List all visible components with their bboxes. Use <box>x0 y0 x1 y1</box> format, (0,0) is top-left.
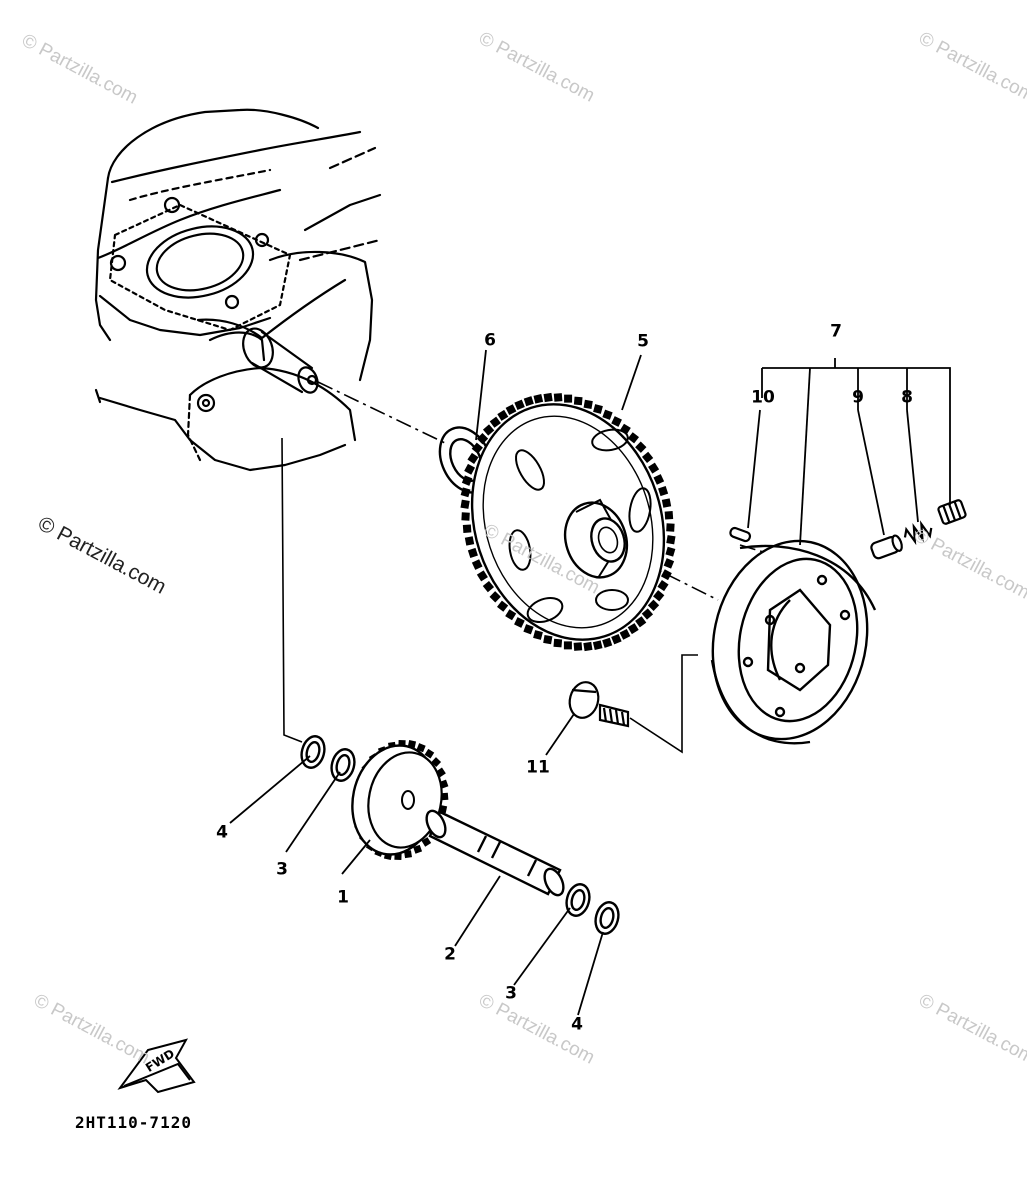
gear-tooth <box>653 474 665 485</box>
callout-4-lower: 4 <box>571 1014 583 1035</box>
gear-tooth <box>563 641 572 650</box>
gear-tooth <box>523 396 534 407</box>
gear-tooth <box>583 641 593 652</box>
gear-tooth <box>635 616 647 628</box>
gear-tooth <box>467 547 478 558</box>
gear-tooth <box>635 441 647 453</box>
gear-tooth <box>514 617 525 628</box>
gear-tooth <box>461 475 473 486</box>
callout-leaders <box>229 349 951 1016</box>
gear-tooth <box>664 511 674 520</box>
gear-tooth <box>471 442 483 454</box>
gear-tooth <box>496 600 509 612</box>
callout-7: 7 <box>830 321 842 342</box>
callout-4-upper: 4 <box>216 822 228 843</box>
gear-tooth <box>416 743 426 753</box>
gear-tooth <box>602 637 613 648</box>
gear-tooth <box>476 433 489 445</box>
gear-tooth <box>665 546 676 557</box>
callout-11: 11 <box>526 757 550 778</box>
gear-tooth <box>657 580 669 592</box>
part-5-wheel-gear <box>470 403 666 641</box>
gear-tooth <box>619 629 631 640</box>
gear-tooth <box>593 404 603 414</box>
gear-tooth <box>505 404 517 415</box>
gear-tooth <box>462 524 472 533</box>
callout-5: 5 <box>637 331 649 352</box>
gear-tooth <box>592 640 603 651</box>
callout-8: 8 <box>901 387 913 408</box>
gear-tooth <box>421 837 432 847</box>
callout-9: 9 <box>852 387 864 408</box>
gear-tooth <box>543 634 553 645</box>
gear-tooth <box>611 633 622 645</box>
gear-tooth <box>497 409 509 421</box>
gear-tooth <box>476 570 488 582</box>
diagram-code: 2HT110-7120 <box>75 1113 192 1132</box>
gear-tooth <box>461 512 470 521</box>
washers-and-clips <box>300 735 620 935</box>
gear-tooth <box>658 486 669 497</box>
gear-tooth <box>661 498 672 508</box>
gear-tooth <box>467 452 479 464</box>
callout-1: 1 <box>337 887 349 908</box>
fwd-arrow-icon <box>117 1038 196 1094</box>
gear-tooth <box>641 451 654 464</box>
gear-tooth <box>460 487 471 498</box>
part-11-bolt <box>568 681 630 728</box>
clutch-small-parts <box>729 499 967 560</box>
gear-tooth <box>627 623 639 635</box>
gear-tooth <box>523 624 534 635</box>
callout-6: 6 <box>484 330 496 351</box>
gear-tooth <box>471 559 483 570</box>
gear-tooth <box>489 591 501 603</box>
part-7-clutch <box>710 539 877 745</box>
reference-lines <box>281 437 698 754</box>
callout-2: 2 <box>444 944 456 965</box>
gear-tooth <box>464 536 475 546</box>
engine-crankcase <box>94 108 382 472</box>
part-2-shaft <box>425 809 565 897</box>
gear-tooth <box>543 392 553 403</box>
gear-tooth <box>666 523 675 532</box>
callout-10: 10 <box>751 387 775 408</box>
gear-tooth <box>553 393 563 402</box>
callout-3-upper: 3 <box>276 859 288 880</box>
gear-tooth <box>460 499 470 509</box>
gear-tooth <box>647 599 660 611</box>
gear-tooth <box>653 590 665 602</box>
gear-tooth <box>641 608 654 620</box>
gear-tooth <box>627 432 640 444</box>
gear-tooth <box>611 416 622 427</box>
gear-tooth <box>573 396 583 406</box>
gear-tooth <box>482 580 495 593</box>
gear-tooth <box>564 394 573 403</box>
gear-tooth <box>553 638 563 648</box>
gear-tooth <box>424 748 435 759</box>
callout-3-lower: 3 <box>505 983 517 1004</box>
gear-tooth <box>413 844 423 854</box>
gear-tooth <box>660 569 672 581</box>
gear-tooth <box>573 642 583 651</box>
gear-tooth <box>489 416 501 428</box>
gear-tooth <box>505 609 517 621</box>
gear-tooth <box>666 535 676 545</box>
gear-tooth <box>514 399 525 411</box>
gear-tooth <box>602 409 613 420</box>
gear-tooth <box>482 424 495 436</box>
gear-tooth <box>464 463 476 475</box>
part-1-idle-gear <box>351 744 443 856</box>
gear-tooth <box>583 399 593 410</box>
gear-5-teeth <box>460 392 676 652</box>
gear-tooth <box>533 630 543 640</box>
gear-tooth <box>533 393 544 404</box>
gear-tooth <box>663 558 675 569</box>
gear-tooth <box>648 462 660 474</box>
